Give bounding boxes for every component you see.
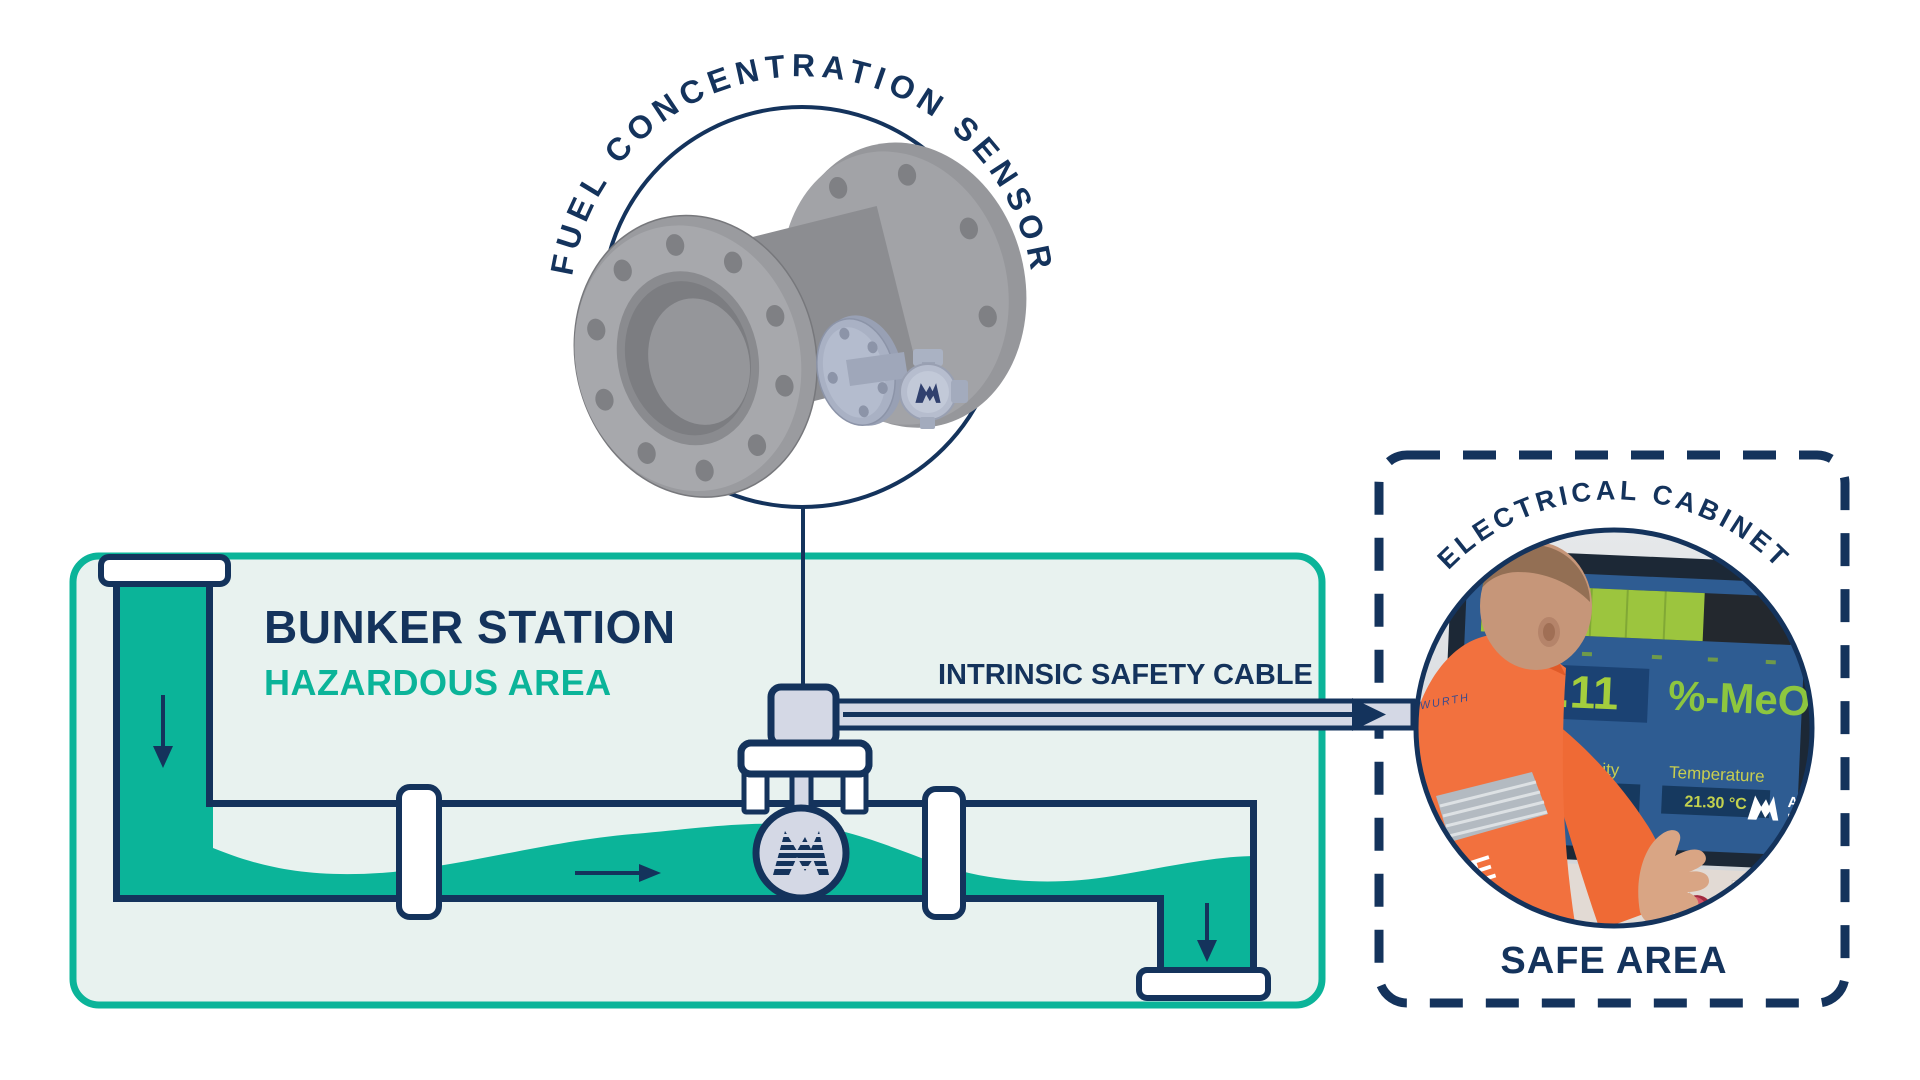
photo-border bbox=[1413, 527, 1815, 929]
fuel-sensor-circle: FUEL CONCENTRATION SENSOR bbox=[543, 47, 1055, 509]
reflective-stripe bbox=[1436, 772, 1548, 842]
flange-mid-right bbox=[922, 786, 966, 920]
temperature-label: Temperature bbox=[1669, 763, 1765, 786]
flow-arrow-right bbox=[575, 864, 661, 882]
safe-area-label: SAFE AREA bbox=[1500, 940, 1728, 982]
hazardous-area-subtitle: HAZARDOUS AREA bbox=[264, 662, 612, 703]
concentration-unit: %-MeOH bbox=[1667, 672, 1842, 726]
temperature-value: 21.30 °C bbox=[1684, 793, 1748, 813]
pipe-flanges bbox=[98, 554, 1271, 1001]
bolt-holes-front bbox=[587, 234, 794, 482]
bunker-station-box bbox=[69, 552, 1326, 1009]
flow-arrow-down-left bbox=[153, 695, 173, 768]
bunker-station-title: BUNKER STATION bbox=[264, 601, 676, 653]
inline-sensor-logo bbox=[752, 804, 850, 902]
sensor-flange-bar bbox=[737, 739, 873, 778]
flow-arrow-down-right bbox=[1197, 903, 1217, 962]
pipe-borders bbox=[113, 578, 1257, 972]
hand bbox=[1638, 830, 1709, 925]
flange-top-left bbox=[98, 554, 231, 587]
flow-sensor-3d bbox=[573, 142, 1027, 498]
transmitter-head bbox=[846, 349, 968, 429]
flange-mid-left bbox=[396, 784, 442, 920]
worker: INE WURTH bbox=[1416, 542, 1709, 926]
intrinsic-safety-cable-label: INTRINSIC SAFETY CABLE bbox=[938, 659, 1313, 691]
cable-arrowhead bbox=[1352, 698, 1386, 731]
flange-bottom-right bbox=[1136, 967, 1271, 1001]
cabinet-photo: 99.11 %-MeOH Density Temperature 0.798 2… bbox=[1413, 475, 1842, 929]
safety-cable bbox=[830, 698, 1416, 731]
stripe-lines bbox=[1439, 780, 1548, 838]
sensor-head bbox=[767, 683, 840, 749]
